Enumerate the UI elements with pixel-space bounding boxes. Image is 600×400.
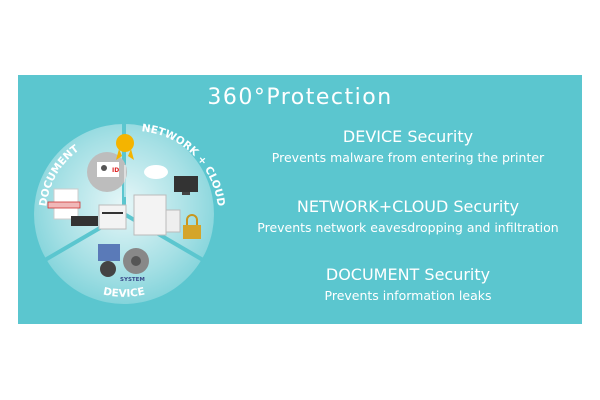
page-title: 360°Protection [207, 85, 393, 110]
monitor-icon [174, 176, 198, 195]
section-description: Prevents information leaks [324, 288, 492, 303]
network-cloud-security-section: NETWORK+CLOUD Security Prevents network … [243, 197, 573, 235]
cloud-icon [144, 165, 168, 179]
confidential-document-icon [47, 188, 81, 220]
padlock-icon [183, 214, 201, 239]
section-description: Prevents network eavesdropping and infil… [257, 220, 559, 235]
protection-banner: ID SYST [18, 75, 582, 324]
device-label: DEVICE [102, 285, 146, 299]
printer-icon [98, 194, 181, 236]
svg-text:SYSTEM: SYSTEM [120, 277, 145, 283]
protection-circle-diagram: ID SYST [34, 122, 227, 304]
document-security-section: DOCUMENT Security Prevents information l… [243, 265, 573, 303]
section-description: Prevents malware from entering the print… [271, 150, 545, 165]
certificate-badge-icon [116, 134, 134, 197]
id-card-icon: ID [87, 152, 127, 192]
section-heading: DOCUMENT Security [325, 265, 491, 284]
device-security-section: DEVICE Security Prevents malware from en… [243, 127, 573, 165]
section-heading: DEVICE Security [342, 127, 474, 146]
system-gears-icon: SYSTEM [98, 244, 149, 283]
section-heading: NETWORK+CLOUD Security [296, 197, 520, 216]
svg-text:ID: ID [112, 167, 119, 174]
scanner-icon [71, 216, 98, 226]
